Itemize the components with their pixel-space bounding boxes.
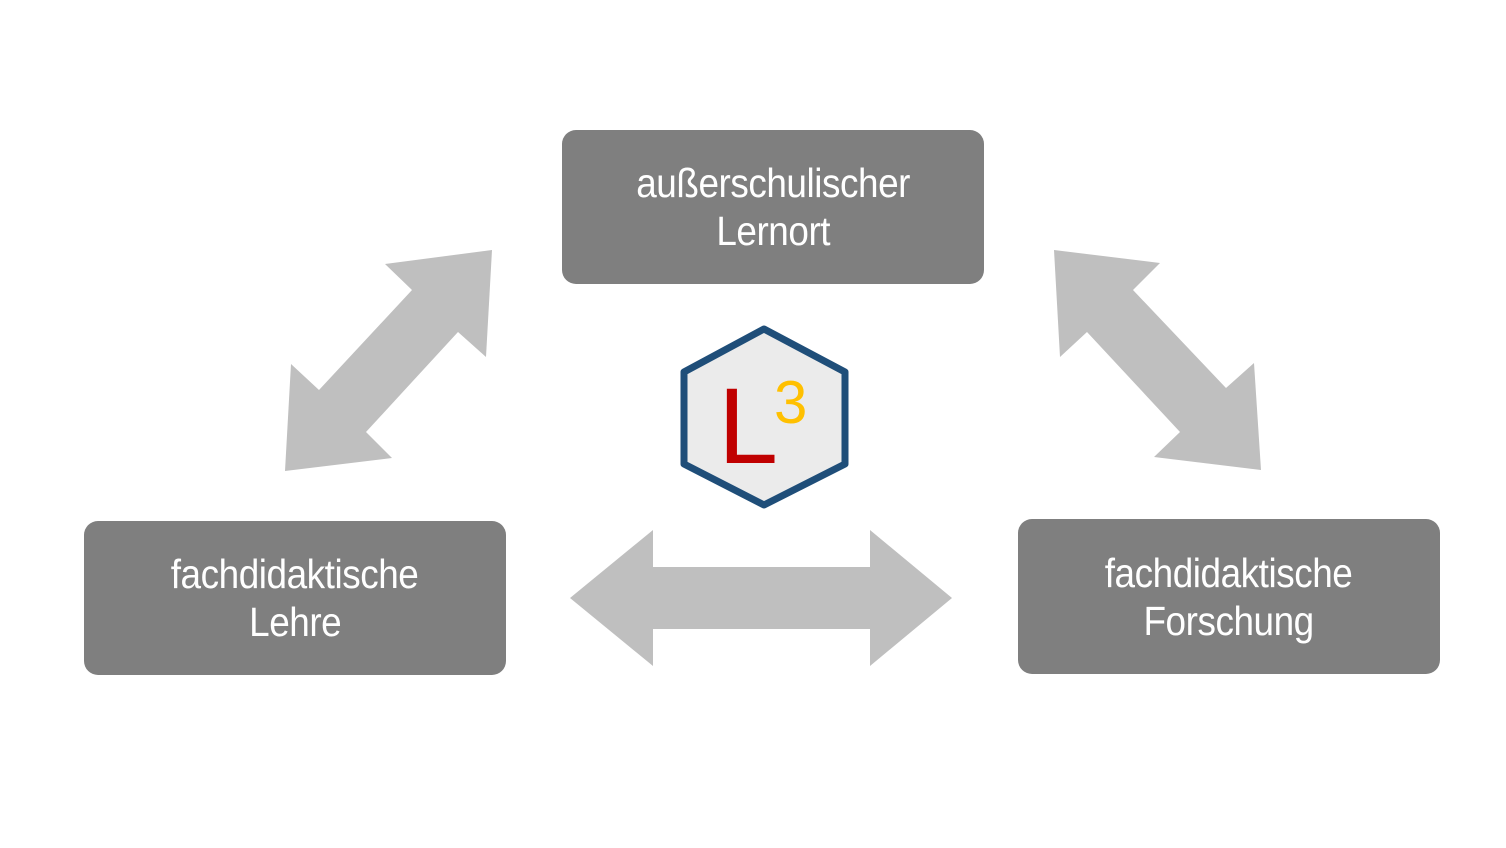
arrow-top-right (1054, 250, 1261, 470)
node-label-line2: Lehre (248, 599, 342, 645)
node-fachdidaktische-forschung: fachdidaktische Forschung (1018, 519, 1440, 674)
node-label-line2: Lernort (716, 208, 830, 254)
node-fachdidaktische-lehre: fachdidaktische Lehre (84, 521, 506, 675)
node-label-line1: fachdidaktische (1105, 549, 1353, 596)
logo-letter: L (718, 365, 778, 486)
hexagon-icon (680, 325, 849, 509)
node-label-line1: fachdidaktische (171, 551, 419, 597)
logo-superscript: 3 (774, 369, 807, 436)
arrow-left-top (285, 250, 492, 471)
l3-logo: L 3 (680, 325, 849, 509)
arrow-left-right (570, 530, 952, 666)
node-label-line2: Forschung (1143, 597, 1315, 644)
node-label-line1: außerschulischer (636, 160, 910, 206)
node-ausserschulischer-lernort: außerschulischer Lernort (562, 130, 984, 284)
